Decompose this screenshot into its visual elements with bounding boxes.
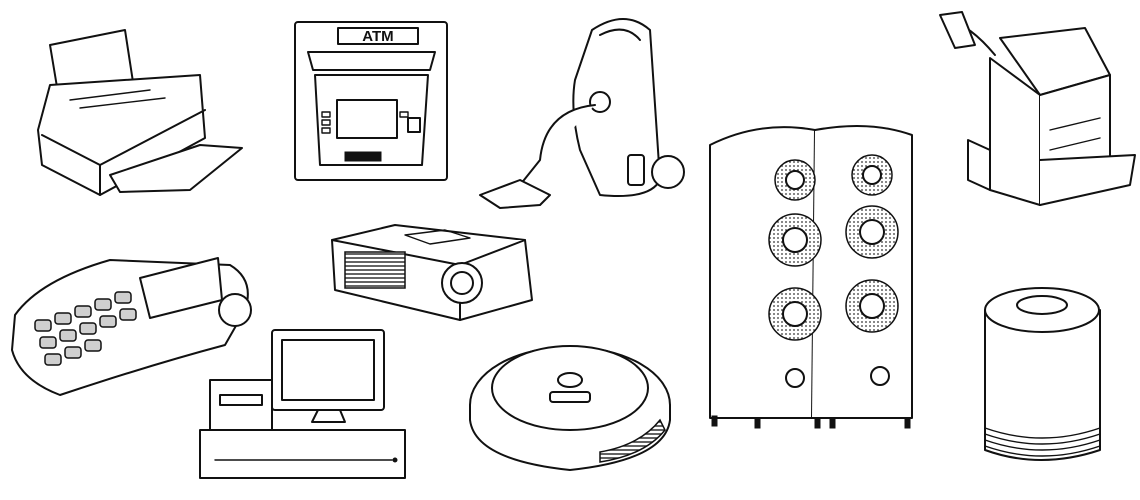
smart-speaker-icon: [984, 287, 1101, 461]
copier-icon: [939, 11, 1136, 206]
atm-sign-label: ATM: [362, 28, 393, 45]
card-terminal-icon: [11, 257, 252, 396]
atm-side-keys: [321, 111, 409, 134]
pos-terminal-icon: [199, 329, 406, 479]
tower-speakers-icon: [709, 125, 913, 429]
vacuum-cleaner-icon: [479, 18, 685, 209]
robot-vacuum-icon: [469, 345, 671, 471]
speaker-grill-bands: [984, 427, 1101, 457]
projector-icon: [331, 224, 533, 321]
atm-icon: ATM: [294, 21, 448, 181]
printer-icon: [37, 29, 243, 196]
speaker-feet: [711, 415, 911, 429]
terminal-keypad: [34, 291, 137, 366]
